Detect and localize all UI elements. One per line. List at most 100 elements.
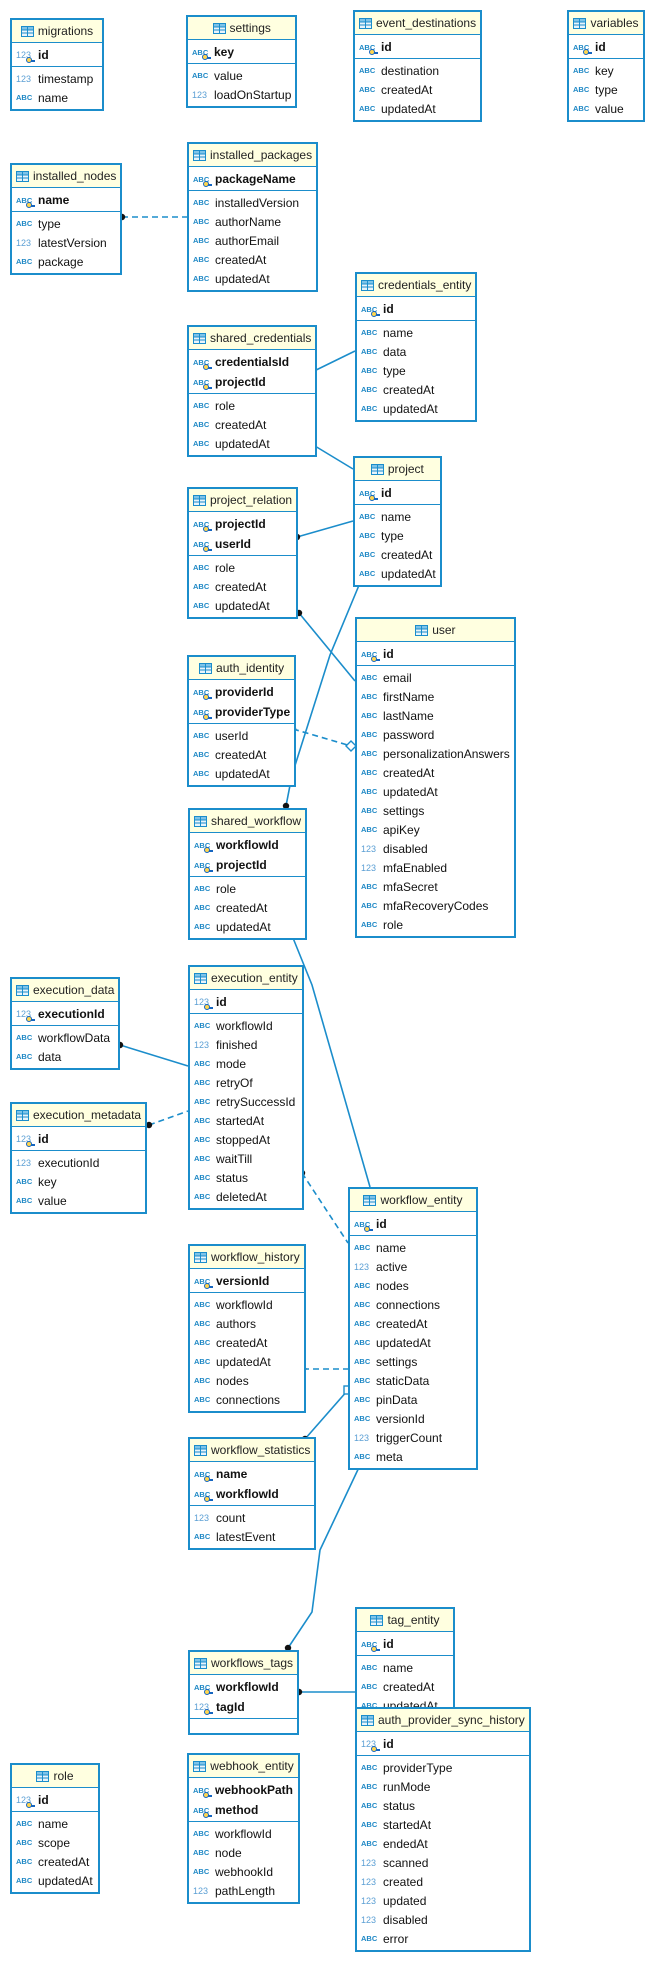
table-header[interactable]: auth_identity bbox=[189, 657, 295, 680]
table-header[interactable]: execution_metadata bbox=[12, 1104, 146, 1127]
table-header[interactable]: project_relation bbox=[189, 489, 297, 512]
table-header[interactable]: event_destinations bbox=[355, 12, 481, 35]
table-header[interactable]: workflow_entity bbox=[350, 1189, 476, 1212]
table-header[interactable]: tag_entity bbox=[357, 1609, 453, 1632]
table-header[interactable]: installed_nodes bbox=[12, 165, 121, 188]
table-header[interactable]: user bbox=[357, 619, 514, 642]
table-header[interactable]: execution_data bbox=[12, 979, 119, 1002]
table-header[interactable]: shared_credentials bbox=[189, 327, 316, 350]
table-header[interactable]: installed_packages bbox=[189, 144, 317, 167]
table-header[interactable]: execution_entity bbox=[190, 967, 302, 990]
table-header[interactable]: settings bbox=[188, 17, 296, 40]
